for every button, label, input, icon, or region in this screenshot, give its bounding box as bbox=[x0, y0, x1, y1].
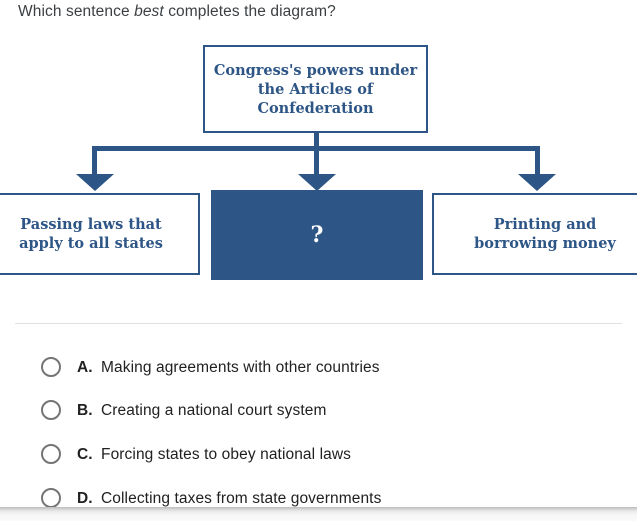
arrow-down-icon bbox=[76, 174, 114, 191]
diagram-left-line: apply to all states bbox=[19, 235, 163, 252]
diagram-unknown-label: ? bbox=[310, 221, 324, 248]
radio-button-a[interactable] bbox=[41, 357, 61, 377]
diagram-root-line: Congress's powers under bbox=[213, 61, 418, 79]
option-letter: D. bbox=[77, 490, 93, 507]
diagram-right-line: borrowing money bbox=[474, 235, 616, 252]
diagram-right-line: Printing and bbox=[493, 216, 597, 233]
question-text: Which sentence best completes the diagra… bbox=[18, 3, 336, 21]
option-row-a[interactable]: A. Making agreements with other countrie… bbox=[0, 356, 637, 380]
radio-button-b[interactable] bbox=[41, 400, 61, 420]
option-text: Collecting taxes from state governments bbox=[101, 490, 382, 507]
bottom-scroll-shadow bbox=[0, 507, 637, 521]
diagram-root-line: the Articles of bbox=[257, 80, 374, 98]
connector-center-stem bbox=[314, 131, 319, 176]
question-emphasized-word: best bbox=[134, 3, 164, 20]
diagram-left-box: Passing laws that apply to all states bbox=[0, 193, 200, 275]
question-suffix: completes the diagram? bbox=[163, 3, 336, 20]
connector-left-stem bbox=[92, 146, 97, 176]
question-prefix: Which sentence bbox=[18, 3, 135, 20]
diagram-right-box: Printing and borrowing money bbox=[432, 193, 637, 275]
radio-button-c[interactable] bbox=[41, 444, 61, 464]
diagram-unknown-box: ? bbox=[211, 190, 423, 280]
option-letter: B. bbox=[77, 402, 93, 419]
option-row-b[interactable]: B. Creating a national court system bbox=[0, 399, 637, 423]
option-row-c[interactable]: C. Forcing states to obey national laws bbox=[0, 443, 637, 467]
option-row-d[interactable]: D. Collecting taxes from state governmen… bbox=[0, 487, 637, 511]
diagram-root-box: Congress's powers under the Articles of … bbox=[203, 45, 428, 133]
diagram-root-line: Confederation bbox=[257, 99, 374, 117]
arrow-down-icon bbox=[518, 174, 556, 191]
diagram-left-line: Passing laws that bbox=[20, 216, 162, 233]
option-letter: A. bbox=[77, 359, 93, 376]
arrow-down-icon bbox=[298, 174, 336, 191]
radio-button-d[interactable] bbox=[41, 488, 61, 508]
divider bbox=[15, 323, 622, 324]
connector-right-stem bbox=[535, 146, 540, 176]
option-text: Making agreements with other countries bbox=[101, 359, 380, 376]
option-text: Creating a national court system bbox=[101, 402, 327, 419]
option-text: Forcing states to obey national laws bbox=[101, 446, 352, 463]
option-letter: C. bbox=[77, 446, 93, 463]
